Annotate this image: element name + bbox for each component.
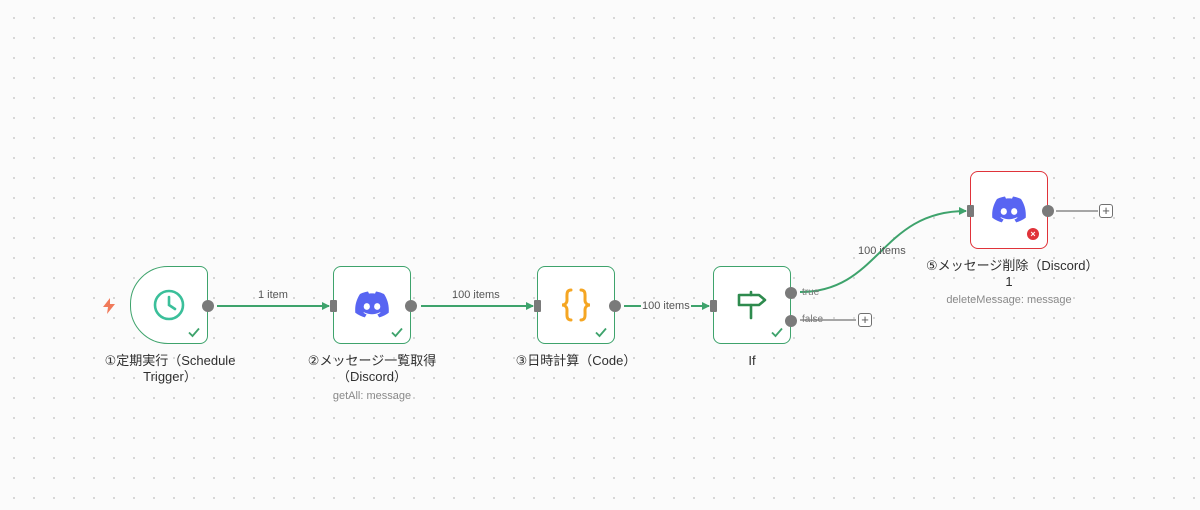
node-subtitle: getAll: message (332, 390, 412, 402)
success-check-icon (595, 327, 607, 338)
node-label: ②メッセージ一覧取得（Discord） (307, 353, 437, 384)
node-label: ⑤メッセージ削除（Discord）1 (926, 258, 1092, 289)
node-label: ③日時計算（Code） (515, 353, 637, 368)
add-node-button[interactable]: + (858, 313, 872, 327)
node-code[interactable] (534, 266, 621, 344)
success-check-icon (188, 327, 200, 338)
edge-label-items: 1 item (258, 289, 288, 301)
trigger-bolt-icon (103, 298, 115, 314)
output-port-true[interactable] (785, 287, 797, 299)
node-discord-get-messages[interactable] (330, 266, 417, 344)
code-braces-icon (558, 287, 594, 323)
output-port[interactable] (202, 300, 214, 312)
node-label: If (748, 353, 756, 368)
output-port-false[interactable] (785, 315, 797, 327)
node-discord-delete-message[interactable]: × (967, 171, 1054, 249)
success-check-icon (391, 327, 403, 338)
edge-label-items: 100 items (452, 289, 500, 301)
input-port[interactable] (967, 205, 974, 217)
node-label: ①定期実行（Schedule Trigger） (104, 353, 236, 384)
edge-label-items: 100 items (641, 300, 691, 312)
signpost-icon (735, 290, 769, 320)
true-branch-label: true (802, 287, 820, 298)
connection-if-true-to-discord-delete[interactable] (799, 207, 967, 293)
node-if[interactable] (710, 266, 797, 344)
input-port[interactable] (534, 300, 541, 312)
output-port[interactable] (1042, 205, 1054, 217)
edge-label-items: 100 items (858, 245, 906, 257)
node-schedule-trigger[interactable] (130, 266, 214, 344)
input-port[interactable] (710, 300, 717, 312)
node-subtitle: deleteMessage: message (946, 294, 1072, 306)
input-port[interactable] (330, 300, 337, 312)
discord-icon (991, 196, 1027, 224)
success-check-icon (771, 327, 783, 338)
add-node-button[interactable]: + (1099, 204, 1113, 218)
clock-icon (152, 288, 186, 322)
false-branch-label: false (802, 314, 824, 325)
output-port[interactable] (609, 300, 621, 312)
error-x-icon: × (1027, 228, 1039, 240)
output-port[interactable] (405, 300, 417, 312)
discord-icon (354, 291, 390, 319)
